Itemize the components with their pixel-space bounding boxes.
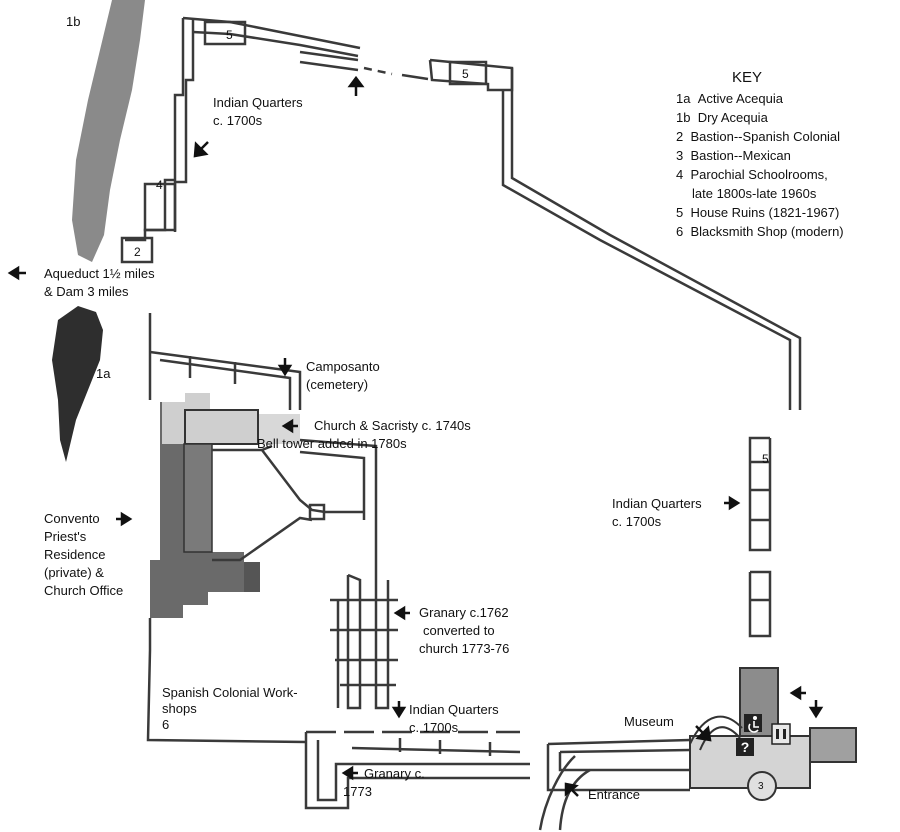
label-granary-1762: Granary c.1762 xyxy=(419,605,509,620)
label-workshops-line2: shops xyxy=(162,701,197,716)
room-number-house-ruin: 5 xyxy=(462,67,469,81)
label-indian-quarters-e: Indian Quarters xyxy=(612,496,702,511)
arrow-left-icon xyxy=(789,685,806,701)
room-number-house-ruin: 5 xyxy=(226,28,233,42)
arrow-down-left-icon xyxy=(193,141,209,158)
arrows xyxy=(7,75,824,797)
key-item: 3 Bastion--Mexican xyxy=(676,146,844,165)
key-item: 2 Bastion--Spanish Colonial xyxy=(676,127,844,146)
label-workshops-number: 6 xyxy=(162,717,170,732)
label-granary-1762-line3: church 1773-76 xyxy=(419,641,510,656)
key-item: 4 Parochial Schoolrooms, xyxy=(676,165,844,184)
church-nave-outline xyxy=(184,409,259,445)
key-item-text: House Ruins (1821-1967) xyxy=(690,205,840,220)
label-camposanto: Camposanto xyxy=(306,359,380,374)
arrow-up-icon xyxy=(347,75,365,96)
key-item-code: 3 xyxy=(676,148,684,163)
key-item-text: Active Acequia xyxy=(697,91,783,106)
key-item: 5 House Ruins (1821-1967) xyxy=(676,203,844,222)
bastion-mexican xyxy=(747,771,777,801)
key-title: KEY xyxy=(732,69,763,86)
arrow-left-icon xyxy=(341,765,358,781)
arrow-down-right-icon xyxy=(695,725,712,742)
svg-text:?: ? xyxy=(741,739,750,755)
museum-wing-east xyxy=(809,727,857,763)
label-museum: Museum xyxy=(624,714,674,729)
label-indian-quarters-s: Indian Quarters xyxy=(409,702,499,717)
label-convento-line2: Priest's xyxy=(44,529,87,544)
restroom-icon xyxy=(771,723,791,745)
label-granary-1773-line2: 1773 xyxy=(343,784,372,799)
arrow-right-icon xyxy=(116,511,133,527)
label-granary-1762-line2: converted to xyxy=(423,623,495,638)
key-item-text: Dry Acequia xyxy=(697,110,768,125)
label-workshops: Spanish Colonial Work- xyxy=(162,685,298,700)
map-key: KEY 1a Active Acequia 1b Dry Acequia 2 B… xyxy=(676,68,844,241)
label-convento-line5: Church Office xyxy=(44,583,124,598)
key-item-code: 4 xyxy=(676,167,684,182)
label-indian-quarters-e-date: c. 1700s xyxy=(612,514,662,529)
question-icon: ? xyxy=(736,738,754,756)
active-acequia xyxy=(52,306,103,462)
convento-inner xyxy=(183,443,213,553)
label-active-acequia: 1a xyxy=(96,366,111,381)
key-item-code: 5 xyxy=(676,205,684,220)
room-number-schoolrooms: 4 xyxy=(156,178,163,192)
key-item-text: Parochial Schoolrooms, xyxy=(690,167,828,182)
label-aqueduct: Aqueduct 1½ miles xyxy=(44,266,155,281)
key-item-text: Bastion--Mexican xyxy=(690,148,791,163)
key-item-code: 1a xyxy=(676,91,691,106)
arrow-right-icon xyxy=(724,495,741,511)
label-bell-tower: Bell tower added in 1780s xyxy=(257,436,407,451)
label-indian-quarters-s-date: c. 1700s xyxy=(409,720,459,735)
arrow-down-icon xyxy=(277,358,293,377)
walls xyxy=(120,16,802,831)
key-item: 1a Active Acequia xyxy=(676,89,844,108)
key-item-continued: late 1800s-late 1960s xyxy=(692,186,817,201)
label-dam: & Dam 3 miles xyxy=(44,284,129,299)
label-church: Church & Sacristy c. 1740s xyxy=(314,418,471,433)
convento-annex xyxy=(244,562,260,592)
room-number-bastion-mexican: 3 xyxy=(758,781,764,792)
key-item-code: 6 xyxy=(676,224,684,239)
key-item: 6 Blacksmith Shop (modern) xyxy=(676,222,844,241)
museum-path xyxy=(689,715,743,745)
key-item-code: 2 xyxy=(676,129,684,144)
label-convento-line4: (private) & xyxy=(44,565,104,580)
dry-acequia xyxy=(72,0,145,262)
room-number-house-ruin: 5 xyxy=(762,452,769,466)
key-item-text: Blacksmith Shop (modern) xyxy=(690,224,844,239)
arrow-down-icon xyxy=(391,701,407,719)
arrow-down-icon xyxy=(808,700,824,719)
key-item-text: Bastion--Spanish Colonial xyxy=(690,129,841,144)
label-dry-acequia: 1b xyxy=(66,14,81,29)
label-convento: Convento xyxy=(44,511,100,526)
arrow-up-left-icon xyxy=(564,782,579,797)
arrow-left-icon xyxy=(7,265,26,281)
key-item: 1b Dry Acequia xyxy=(676,108,844,127)
key-item-code: 1b xyxy=(676,110,691,125)
label-cemetery: (cemetery) xyxy=(306,377,369,392)
arrow-left-icon xyxy=(281,418,298,434)
room-number-bastion-spanish: 2 xyxy=(134,245,141,259)
label-convento-line3: Residence xyxy=(44,547,106,562)
label-indian-quarters-nw: Indian Quarters xyxy=(213,95,303,110)
label-granary-1773: Granary c. xyxy=(364,766,425,781)
label-indian-quarters-nw-date: c. 1700s xyxy=(213,113,263,128)
label-entrance: Entrance xyxy=(588,787,641,802)
wheelchair-icon xyxy=(744,714,762,733)
arrow-left-icon xyxy=(393,605,410,621)
